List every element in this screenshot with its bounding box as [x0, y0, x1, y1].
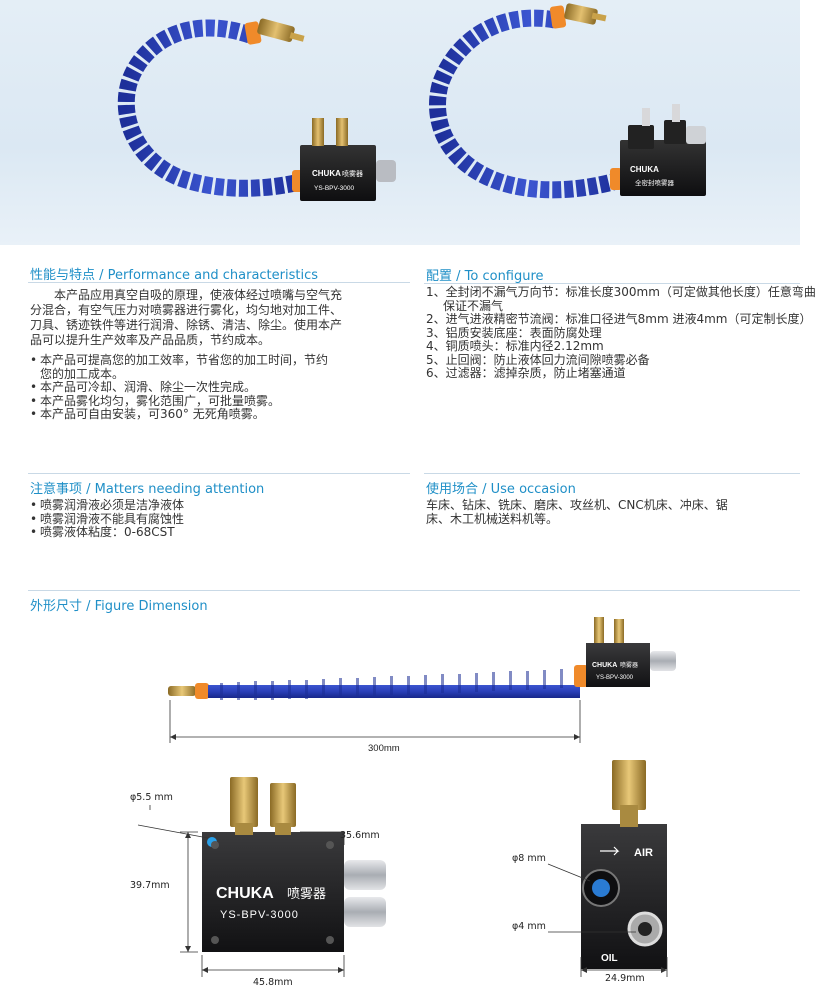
air-label: AIR — [634, 847, 653, 859]
figure-divider — [28, 590, 800, 591]
list-item: 5、止回阀：防止液体回力流间隙喷雾必备 — [426, 352, 650, 367]
list-item: 本产品可提高您的加工效率，节省您的加工时间，节约 — [30, 353, 410, 368]
list-item: 您的加工成本。 — [40, 366, 125, 381]
list-item: 保证不漏气 — [443, 298, 504, 313]
list-item: 本产品可冷却、润滑、除尘一次性完成。 — [30, 380, 410, 395]
hero-banner: CHUKA 喷雾器 YS-BPV-3000 CHUKA 全密封喷雾器 — [0, 0, 800, 245]
configure-list: 1、全封闭不漏气万向节：标准长度300mm（可定做其他长度）任意弯曲 保证不漏气… — [426, 285, 816, 381]
list-item: 4、铜质喷头：标准内径2.12mm — [426, 339, 604, 353]
hero-left-name: 喷雾器 — [342, 169, 363, 178]
air-port-label: φ8 mm — [512, 853, 546, 864]
height-dimension-label: 39.7mm — [130, 880, 170, 891]
mini-brand: CHUKA — [592, 662, 617, 669]
mini-model: YS-BPV-3000 — [596, 675, 634, 681]
brass-valve — [270, 783, 296, 827]
configure-title: 配置 / To configure — [426, 269, 544, 284]
brass-valve — [612, 760, 646, 810]
occasion-text: 车床、钻床、铣床、磨床、攻丝机、CNC机床、冲床、锯 床、木工机械送料机等。 — [426, 498, 796, 526]
dimension-drawing: CHUKA 喷雾器 YS-BPV-3000 300mm CHUKA 喷雾器 YS… — [137, 617, 676, 977]
hero-left-model: YS-BPV-3000 — [314, 185, 354, 192]
configure-divider — [424, 283, 800, 284]
occasion-divider — [424, 473, 800, 474]
oil-port-label: φ4 mm — [512, 921, 546, 932]
performance-bullets: 本产品可提高您的加工效率，节省您的加工时间，节约 您的加工成本。 本产品可冷却、… — [30, 353, 410, 422]
list-item: 喷雾润滑液必须是洁净液体 — [30, 498, 410, 513]
list-item: 本产品可自由安装，可360° 无死角喷雾。 — [30, 407, 410, 422]
hero-product-photo: CHUKA 喷雾器 YS-BPV-3000 CHUKA 全密封喷雾器 — [117, 3, 706, 201]
performance-intro-line: 刀具、锈迹铁件等进行润滑、除锈、清洁、除尘。使用本产 — [30, 318, 343, 332]
oil-label: OIL — [601, 953, 618, 964]
nozzle-tip — [168, 686, 196, 696]
list-item: 3、铝质安装底座：表面防腐处理 — [426, 325, 602, 340]
occasion-line: 床、木工机械送料机等。 — [426, 512, 559, 526]
performance-title: 性能与特点 / Performance and characteristics — [30, 268, 319, 283]
performance-intro: 本产品应用真空自吸的原理，使液体经过喷嘴与空气充 分混合，有空气压力对喷雾器进行… — [30, 288, 400, 348]
hero-right-name: 全密封喷雾器 — [635, 178, 675, 187]
occasion-line: 车床、钻床、铣床、磨床、攻丝机、CNC机床、冲床、锯 — [426, 498, 728, 512]
figure-title: 外形尺寸 / Figure Dimension — [30, 599, 208, 614]
occasion-title: 使用场合 / Use occasion — [426, 482, 576, 497]
list-item: 6、过滤器：滤掉杂质，防止堵塞通道 — [426, 366, 626, 380]
hero-left-brand: CHUKA — [312, 169, 341, 178]
front-view-block — [202, 832, 344, 952]
list-item: 本产品雾化均匀，雾化范围广，可批量喷雾。 — [30, 394, 410, 409]
side-width-label: 24.9mm — [605, 973, 645, 984]
width-dimension-label: 45.8mm — [253, 977, 293, 988]
side-dimension-label: 35.6mm — [340, 830, 380, 841]
attention-list: 喷雾润滑液必须是洁净液体 喷雾润滑液不能具有腐蚀性 喷雾液体粘度：0-68CST — [30, 498, 410, 540]
front-model: YS-BPV-3000 — [220, 909, 299, 921]
mini-name: 喷雾器 — [620, 661, 638, 669]
performance-intro-line: 分混合，有空气压力对喷雾器进行雾化，均匀地对加工件、 — [30, 303, 343, 317]
hero-right-brand: CHUKA — [630, 165, 659, 174]
list-item: 1、全封闭不漏气万向节：标准长度300mm（可定做其他长度）任意弯曲 — [426, 285, 816, 299]
performance-divider — [28, 282, 410, 283]
length-dimension-label: 300mm — [368, 743, 400, 754]
list-item: 喷雾液体粘度：0-68CST — [30, 525, 410, 540]
hole-dimension-label: φ5.5 mm — [130, 792, 173, 803]
attention-title: 注意事项 / Matters needing attention — [30, 482, 265, 497]
attention-divider — [28, 473, 410, 474]
mini-block — [586, 643, 650, 687]
performance-intro-line: 本产品应用真空自吸的原理，使液体经过喷嘴与空气充 — [54, 288, 343, 302]
performance-intro-line: 品可以提升生产效率及产品品质，节约成本。 — [30, 333, 271, 347]
brass-valve — [230, 777, 258, 827]
list-item: 喷雾润滑液不能具有腐蚀性 — [30, 512, 410, 527]
front-brand: CHUKA — [216, 885, 274, 902]
front-name: 喷雾器 — [287, 886, 326, 901]
list-item: 2、进气进液精密节流阀：标准口径进气8mm 进液4mm（可定制长度） — [426, 312, 812, 326]
flexible-hose — [208, 685, 580, 698]
